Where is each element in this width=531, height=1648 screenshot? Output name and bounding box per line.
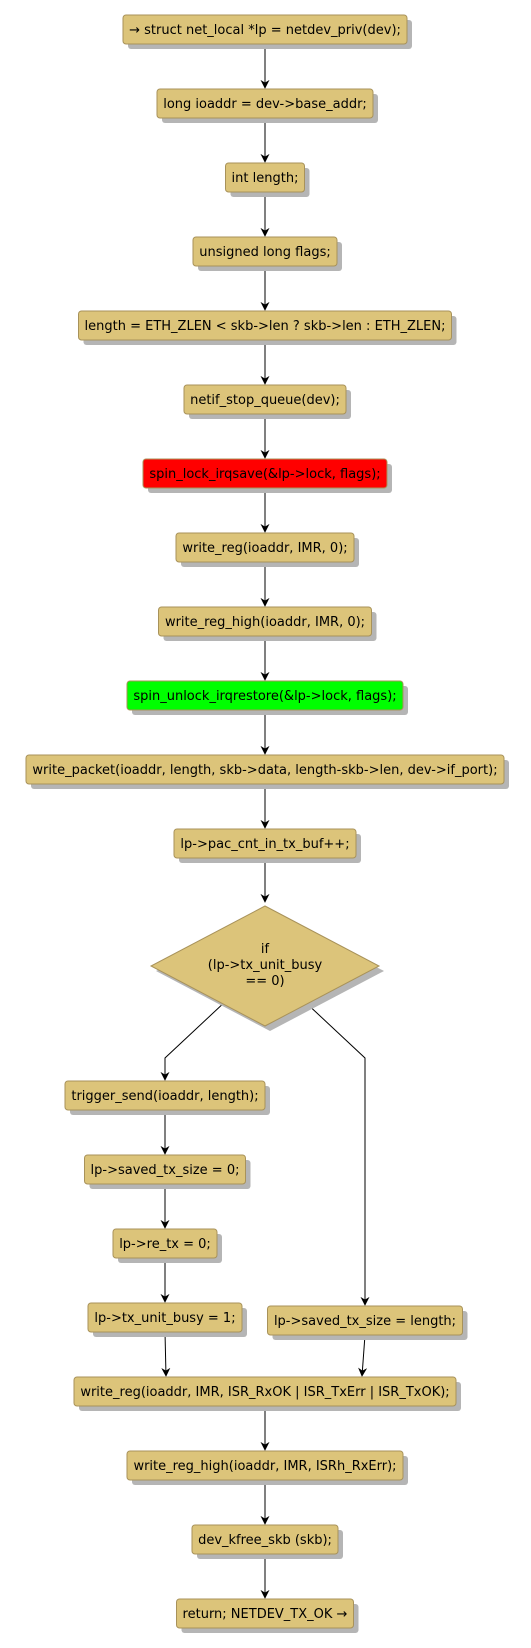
- flow-node-n11: write_packet(ioaddr, length, skb->data, …: [25, 754, 509, 789]
- node-label: length = ETH_ZLEN < skb->len ? skb->len …: [85, 319, 446, 334]
- node-box: [173, 828, 357, 859]
- flow-node-n15: lp->re_tx = 0;: [112, 1228, 222, 1263]
- flow-node-n14: lp->saved_tx_size = 0;: [84, 1154, 251, 1189]
- node-box: [126, 1450, 404, 1481]
- flow-node-n3: int length;: [225, 162, 310, 197]
- node-box: [112, 1228, 218, 1259]
- node-label: dev_kfree_skb (skb);: [198, 1533, 332, 1548]
- flow-node-n2: long ioaddr = dev->base_addr;: [156, 88, 378, 123]
- flow-node-n18: write_reg(ioaddr, IMR, ISR_RxOK | ISR_Tx…: [73, 1376, 461, 1411]
- node-box: [122, 14, 408, 45]
- node-box: [73, 1376, 457, 1407]
- node-label: unsigned long flags;: [199, 245, 331, 260]
- node-label: spin_lock_irqsave(&lp->lock, flags);: [149, 467, 380, 482]
- decision-diamond: if (lp->tx_unit_busy == 0): [149, 905, 384, 1031]
- flow-node-n5: length = ETH_ZLEN < skb->len ? skb->len …: [78, 310, 457, 345]
- node-box: [126, 680, 404, 711]
- node-box: [192, 236, 338, 267]
- flow-node-n17: lp->saved_tx_size = length;: [267, 1305, 468, 1340]
- flow-node-n21: return; NETDEV_TX_OK →: [176, 1598, 359, 1633]
- node-label: lp->pac_cnt_in_tx_buf++;: [180, 837, 349, 852]
- node-label: int length;: [232, 171, 299, 186]
- node-layer: → struct net_local *lp = netdev_priv(dev…: [25, 14, 509, 1633]
- node-label: → struct net_local *lp = netdev_priv(dev…: [129, 23, 401, 38]
- node-box: [183, 384, 347, 415]
- node-label: write_reg_high(ioaddr, IMR, 0);: [165, 615, 365, 630]
- node-label: netif_stop_queue(dev);: [190, 393, 340, 408]
- node-label: write_reg(ioaddr, IMR, 0);: [182, 541, 347, 556]
- flow-node-n9: write_reg_high(ioaddr, IMR, 0);: [158, 606, 377, 641]
- flow-node-n8: write_reg(ioaddr, IMR, 0);: [175, 532, 359, 567]
- edge-d1-n17: [302, 999, 370, 1306]
- node-box: [175, 532, 355, 563]
- decision-label-line-3: == 0): [245, 974, 284, 989]
- flow-node-n20: dev_kfree_skb (skb);: [191, 1524, 343, 1559]
- edge-n16-n18: [161, 1331, 171, 1377]
- node-label: write_reg_high(ioaddr, IMR, ISRh_RxErr);: [133, 1459, 396, 1474]
- flow-node-n1: → struct net_local *lp = netdev_priv(dev…: [122, 14, 412, 49]
- flow-node-n12: lp->pac_cnt_in_tx_buf++;: [173, 828, 361, 863]
- flow-node-n10: spin_unlock_irqrestore(&lp->lock, flags)…: [126, 680, 408, 715]
- node-label: trigger_send(ioaddr, length);: [71, 1089, 258, 1104]
- node-label: lp->saved_tx_size = 0;: [91, 1163, 240, 1178]
- node-box: [142, 458, 388, 489]
- node-box: [78, 310, 452, 341]
- node-box: [87, 1302, 243, 1333]
- node-label: return; NETDEV_TX_OK →: [183, 1607, 348, 1622]
- node-box: [64, 1080, 266, 1111]
- node-box: [84, 1154, 246, 1185]
- node-box: [158, 606, 372, 637]
- node-label: spin_unlock_irqrestore(&lp->lock, flags)…: [133, 689, 396, 704]
- node-box: [25, 754, 505, 785]
- flow-node-n4: unsigned long flags;: [192, 236, 342, 271]
- flow-node-n7: spin_lock_irqsave(&lp->lock, flags);: [142, 458, 392, 493]
- decision-label-line-2: (lp->tx_unit_busy: [208, 958, 323, 973]
- node-label: lp->re_tx = 0;: [119, 1237, 211, 1252]
- edge-d1-n13: [160, 999, 228, 1081]
- node-label: write_packet(ioaddr, length, skb->data, …: [32, 763, 497, 778]
- node-box: [176, 1598, 354, 1629]
- decision-shape: [149, 905, 381, 1027]
- node-box: [191, 1524, 339, 1555]
- edge-n17-n18: [358, 1334, 368, 1377]
- node-box: [267, 1305, 463, 1336]
- node-label: lp->tx_unit_busy = 1;: [94, 1311, 235, 1326]
- flow-node-n19: write_reg_high(ioaddr, IMR, ISRh_RxErr);: [126, 1450, 408, 1485]
- decision-label-line-1: if: [261, 942, 270, 957]
- flow-node-n13: trigger_send(ioaddr, length);: [64, 1080, 270, 1115]
- flow-node-n6: netif_stop_queue(dev);: [183, 384, 351, 419]
- node-label: lp->saved_tx_size = length;: [274, 1314, 456, 1329]
- node-label: write_reg(ioaddr, IMR, ISR_RxOK | ISR_Tx…: [80, 1385, 449, 1400]
- node-label: long ioaddr = dev->base_addr;: [163, 97, 367, 112]
- node-box: [156, 88, 374, 119]
- edge-layer: [160, 44, 370, 1599]
- flow-node-n16: lp->tx_unit_busy = 1;: [87, 1302, 247, 1337]
- node-box: [225, 162, 305, 193]
